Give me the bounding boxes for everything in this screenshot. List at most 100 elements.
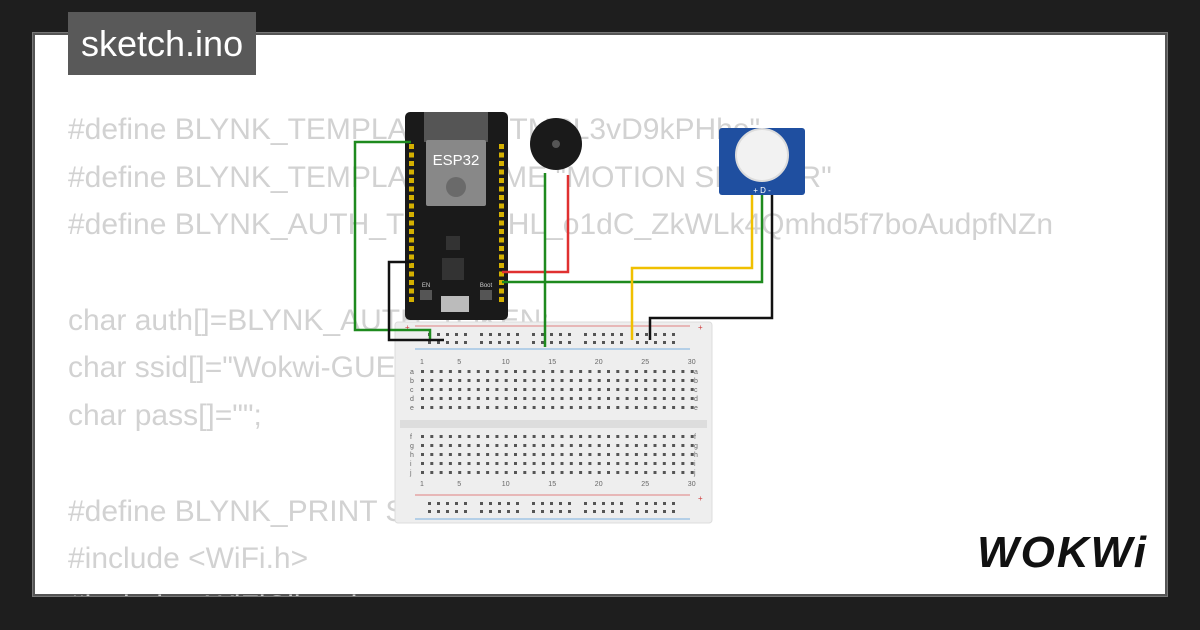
- esp32-pin: [499, 246, 504, 251]
- row-letter: e: [410, 405, 414, 412]
- terminal-hole: [672, 370, 676, 373]
- rail-hole: [620, 341, 623, 344]
- terminal-hole: [672, 462, 676, 465]
- terminal-hole: [495, 397, 499, 400]
- rail-hole: [602, 502, 605, 505]
- terminal-hole: [495, 406, 499, 409]
- terminal-hole: [551, 406, 555, 409]
- pir-sensor[interactable]: + D -: [719, 128, 805, 195]
- terminal-hole: [467, 444, 471, 447]
- rail-hole: [672, 333, 675, 336]
- esp32-board[interactable]: ESP32 EN Boot: [405, 112, 508, 320]
- terminal-hole: [579, 471, 583, 474]
- terminal-hole: [421, 444, 424, 447]
- code-line: #include <WiFi.h>: [68, 542, 309, 576]
- en-button[interactable]: [420, 290, 432, 300]
- row-letter: j: [693, 470, 696, 477]
- rail-hole: [559, 502, 562, 505]
- rail-hole: [593, 510, 596, 513]
- terminal-hole: [541, 397, 545, 400]
- column-number: 25: [641, 359, 649, 366]
- terminal-hole: [662, 453, 666, 456]
- column-number: 10: [502, 481, 510, 488]
- terminal-hole: [560, 462, 564, 465]
- terminal-hole: [690, 388, 694, 391]
- terminal-hole: [504, 397, 508, 400]
- terminal-hole: [634, 462, 638, 465]
- terminal-hole: [476, 379, 480, 382]
- terminal-hole: [597, 370, 601, 373]
- esp32-pin: [499, 271, 504, 277]
- rail-hole: [541, 510, 544, 513]
- terminal-hole: [551, 397, 555, 400]
- rail-hole: [672, 341, 675, 344]
- terminal-hole: [690, 370, 694, 373]
- rail-hole: [464, 341, 467, 344]
- terminal-hole: [458, 453, 462, 456]
- esp32-pin: [409, 297, 414, 302]
- rail-hole: [437, 333, 440, 336]
- buzzer[interactable]: [530, 118, 582, 170]
- terminal-hole: [448, 379, 452, 382]
- terminal-hole: [541, 435, 545, 438]
- esp32-pin: [499, 220, 504, 226]
- terminal-hole: [597, 388, 601, 391]
- terminal-hole: [430, 388, 434, 391]
- column-number: 10: [502, 359, 510, 366]
- terminal-hole: [681, 444, 685, 447]
- terminal-hole: [644, 444, 648, 447]
- rail-hole: [498, 333, 501, 336]
- row-letter: f: [410, 434, 412, 441]
- terminal-hole: [653, 435, 657, 438]
- row-letter: g: [410, 443, 414, 450]
- rail-hole: [532, 510, 535, 513]
- row-letter: a: [694, 369, 698, 376]
- terminal-hole: [690, 397, 694, 400]
- terminal-hole: [458, 397, 462, 400]
- terminal-hole: [514, 406, 517, 409]
- terminal-hole: [569, 444, 573, 447]
- terminal-hole: [662, 397, 666, 400]
- terminal-hole: [448, 462, 452, 465]
- terminal-hole: [448, 397, 452, 400]
- terminal-hole: [523, 406, 527, 409]
- rail-hole: [446, 341, 449, 344]
- terminal-hole: [644, 379, 648, 382]
- terminal-hole: [532, 471, 536, 474]
- rail-hole: [645, 502, 648, 505]
- terminal-hole: [467, 462, 471, 465]
- terminal-hole: [588, 444, 592, 447]
- terminal-hole: [560, 397, 564, 400]
- wire-green-left: [353, 140, 432, 340]
- terminal-hole: [569, 406, 573, 409]
- terminal-hole: [597, 471, 601, 474]
- terminal-hole: [625, 379, 629, 382]
- rail-plus-label-left: +: [405, 323, 410, 332]
- row-letter: i: [410, 461, 412, 468]
- terminal-hole: [588, 471, 592, 474]
- esp32-pin: [409, 212, 414, 217]
- terminal-hole: [644, 471, 648, 474]
- rail-hole: [437, 510, 440, 513]
- terminal-hole: [486, 435, 490, 438]
- rail-hole: [602, 333, 605, 336]
- esp32-pin: [409, 144, 414, 149]
- terminal-hole: [579, 379, 583, 382]
- terminal-hole: [644, 435, 648, 438]
- terminal-hole: [625, 453, 629, 456]
- terminal-hole: [653, 453, 657, 456]
- row-letter: h: [694, 452, 698, 459]
- column-number: 30: [688, 481, 696, 488]
- terminal-hole: [439, 406, 443, 409]
- terminal-hole: [616, 397, 620, 400]
- micro-usb-port: [441, 296, 469, 312]
- terminal-hole: [607, 453, 610, 456]
- terminal-hole: [495, 462, 499, 465]
- rail-hole: [480, 510, 483, 513]
- terminal-hole: [439, 462, 443, 465]
- terminal-hole: [579, 453, 583, 456]
- terminal-hole: [514, 379, 517, 382]
- boot-button[interactable]: [480, 290, 492, 300]
- file-tab[interactable]: sketch.ino: [68, 12, 257, 75]
